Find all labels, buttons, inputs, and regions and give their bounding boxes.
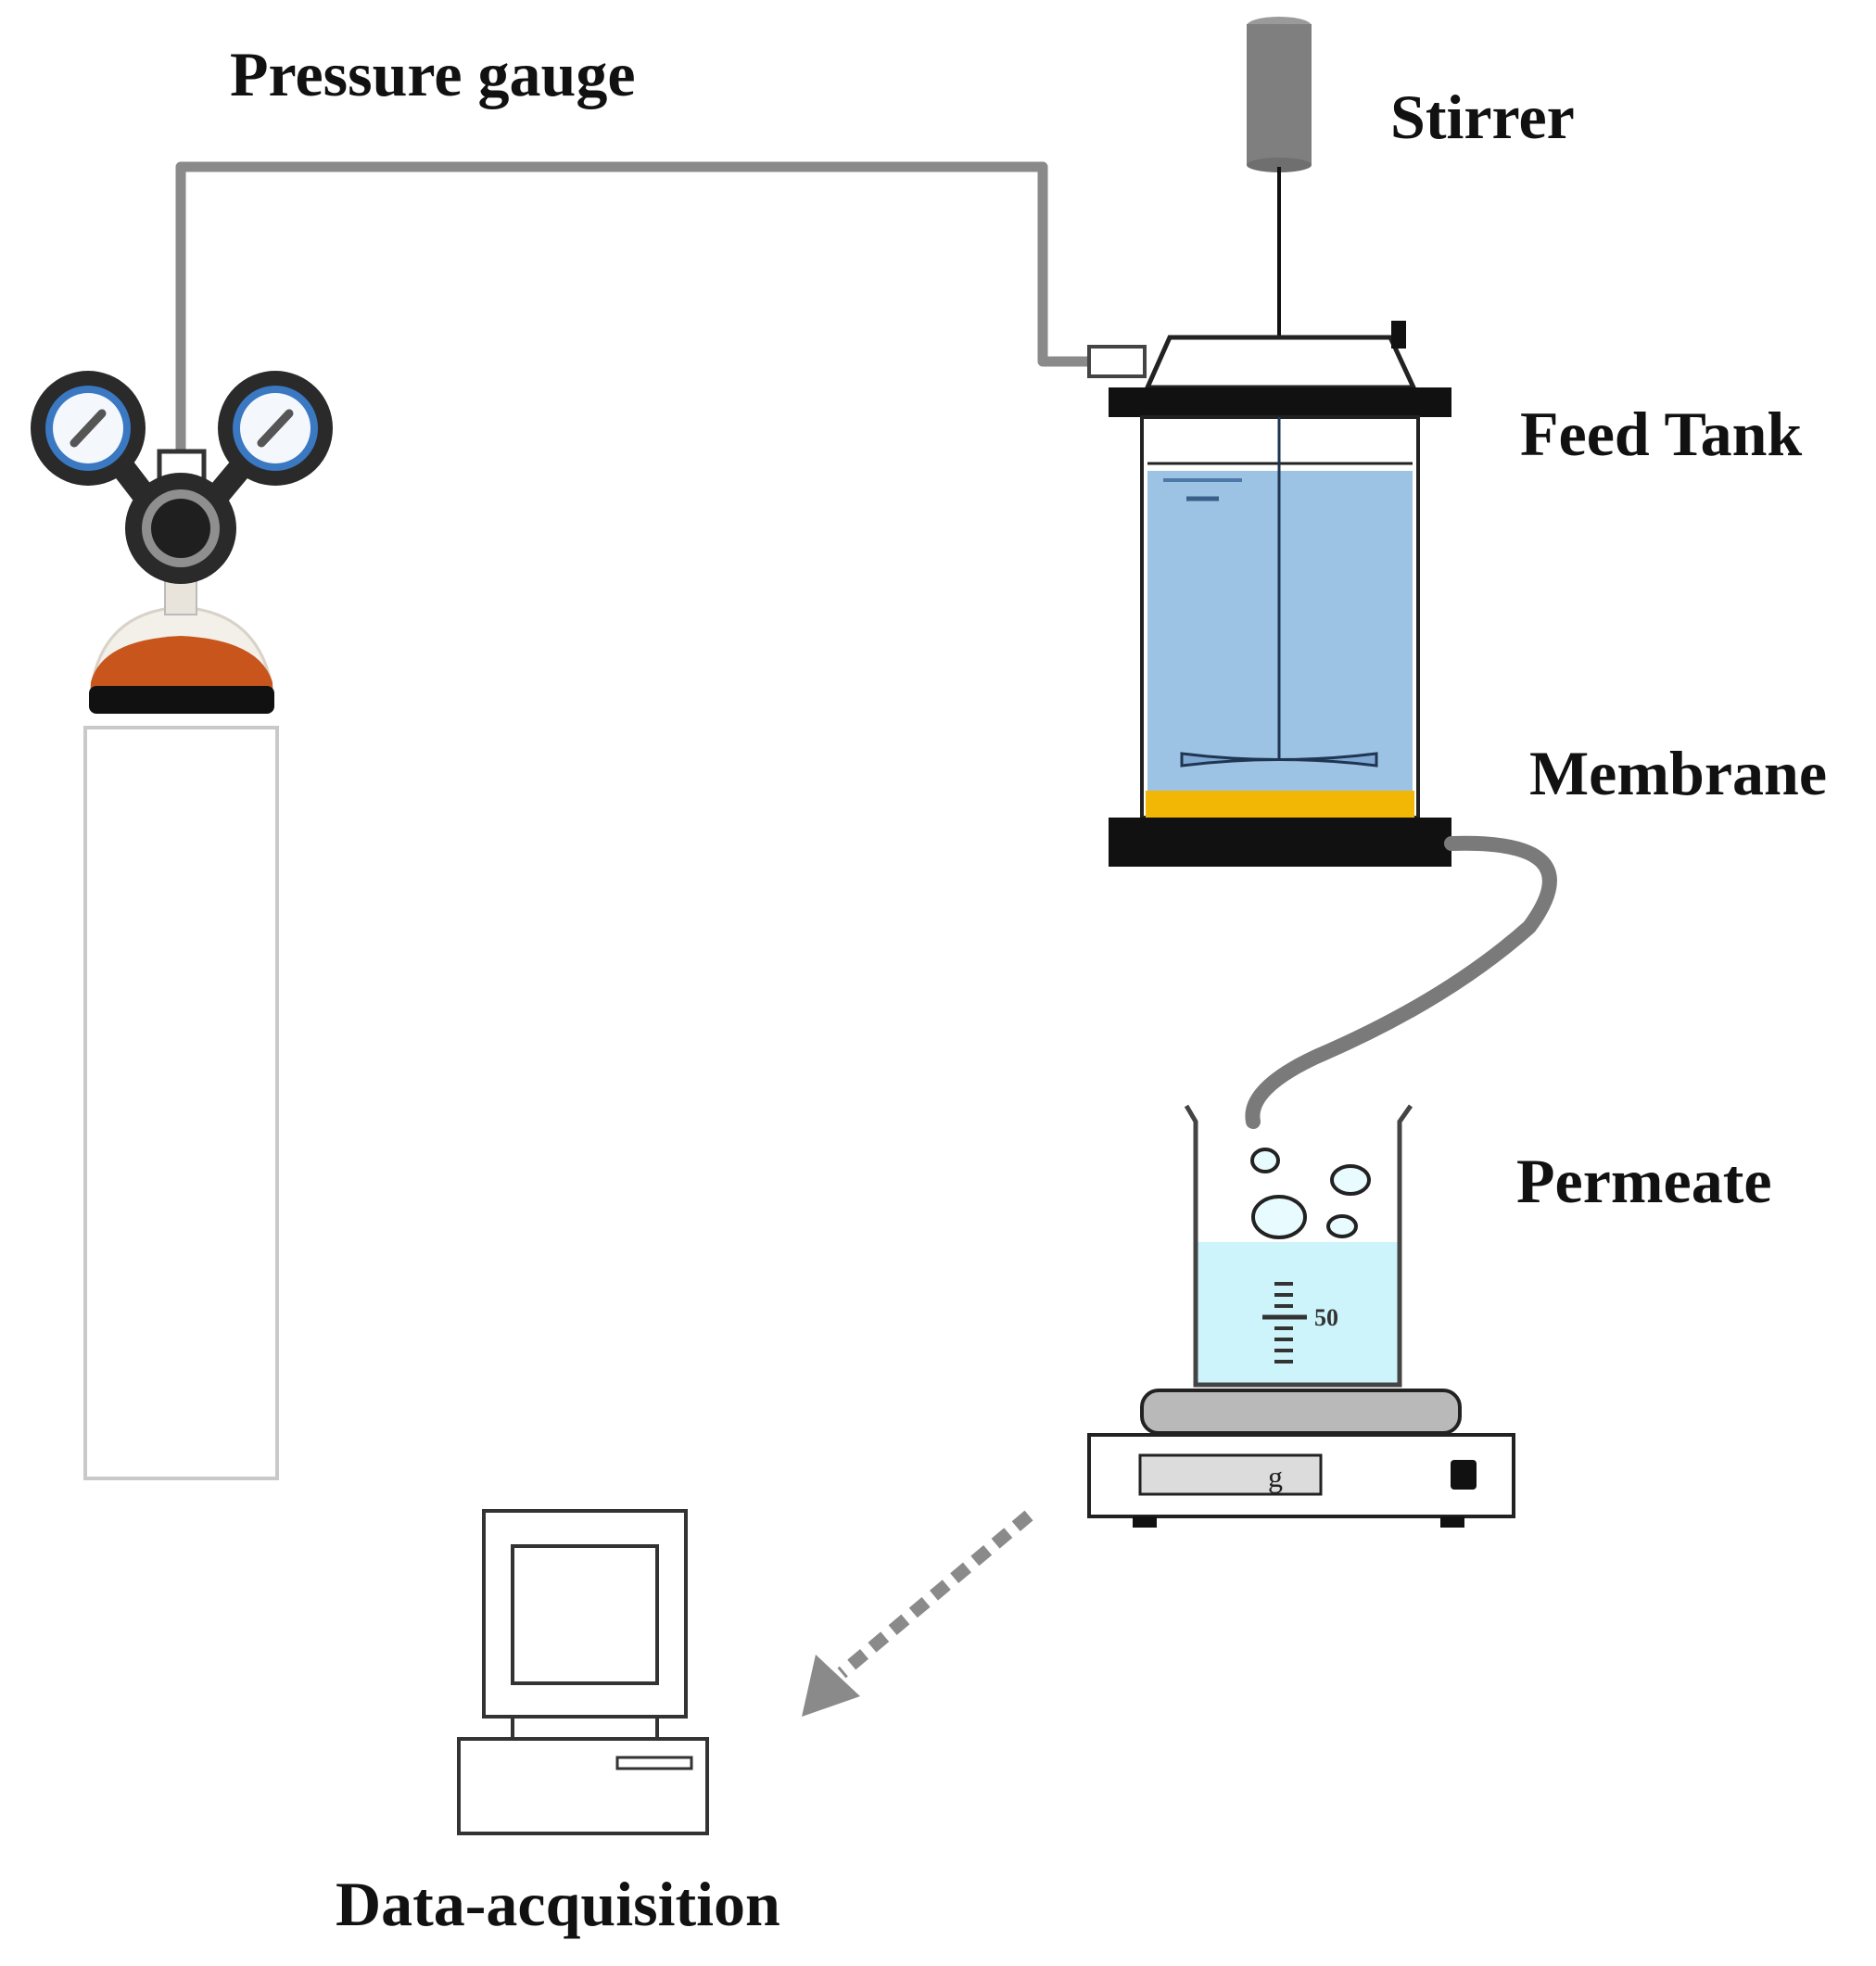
tank-bottom-flange [1109,818,1451,867]
stirrer [1247,17,1312,361]
cylinder-black-band [89,686,274,714]
gas-supply-tubing [175,161,1098,456]
beaker-outline [1184,1104,1413,1388]
computer-screen [511,1544,659,1685]
tank-inlet-connector [1087,345,1147,378]
membrane-layer [1146,791,1414,818]
beaker-graduation-marks [1262,1282,1307,1364]
permeate-liquid [1198,1242,1398,1383]
computer-stand [511,1715,659,1741]
stirrer-motor [1247,24,1312,165]
balance-unit-label: g [1268,1460,1283,1493]
pressure-gauge-label: Pressure gauge [230,39,636,109]
balance-display [1138,1453,1323,1496]
disk-drive-slot [615,1756,693,1770]
cylinder-orange-band [91,636,273,691]
feed-tank [1087,321,1451,867]
permeate-label: Permeate [1516,1146,1772,1216]
permeate-tubing [1245,835,1557,1129]
beaker-scale-label: 50 [1314,1304,1338,1331]
cylinder-valve-neck [164,578,197,615]
pressure-regulator [31,371,333,584]
right-pressure-gauge-icon [218,371,333,486]
balance-power-button [1451,1460,1477,1490]
membrane-label: Membrane [1529,738,1828,808]
gas-cylinder [83,578,279,1480]
arrow-head-icon [802,1655,860,1717]
left-pressure-gauge-icon [31,371,146,486]
data-acquisition-computer [457,1509,709,1835]
stirrer-label: Stirrer [1390,82,1575,152]
data-acquisition-label: Data-acquisition [336,1869,780,1939]
tank-lid [1144,335,1417,390]
cylinder-body [83,726,279,1480]
feed-tank-label: Feed Tank [1520,399,1803,469]
computer-case [457,1737,709,1835]
weighing-balance: g [1087,1389,1515,1528]
balance-pan [1140,1389,1462,1435]
impeller-blade [1180,752,1378,767]
tank-top-flange [1109,387,1451,417]
permeate-droplets [1250,1148,1371,1239]
permeate-beaker: 50 [1184,1104,1413,1388]
data-signal-arrow [802,1510,1033,1717]
